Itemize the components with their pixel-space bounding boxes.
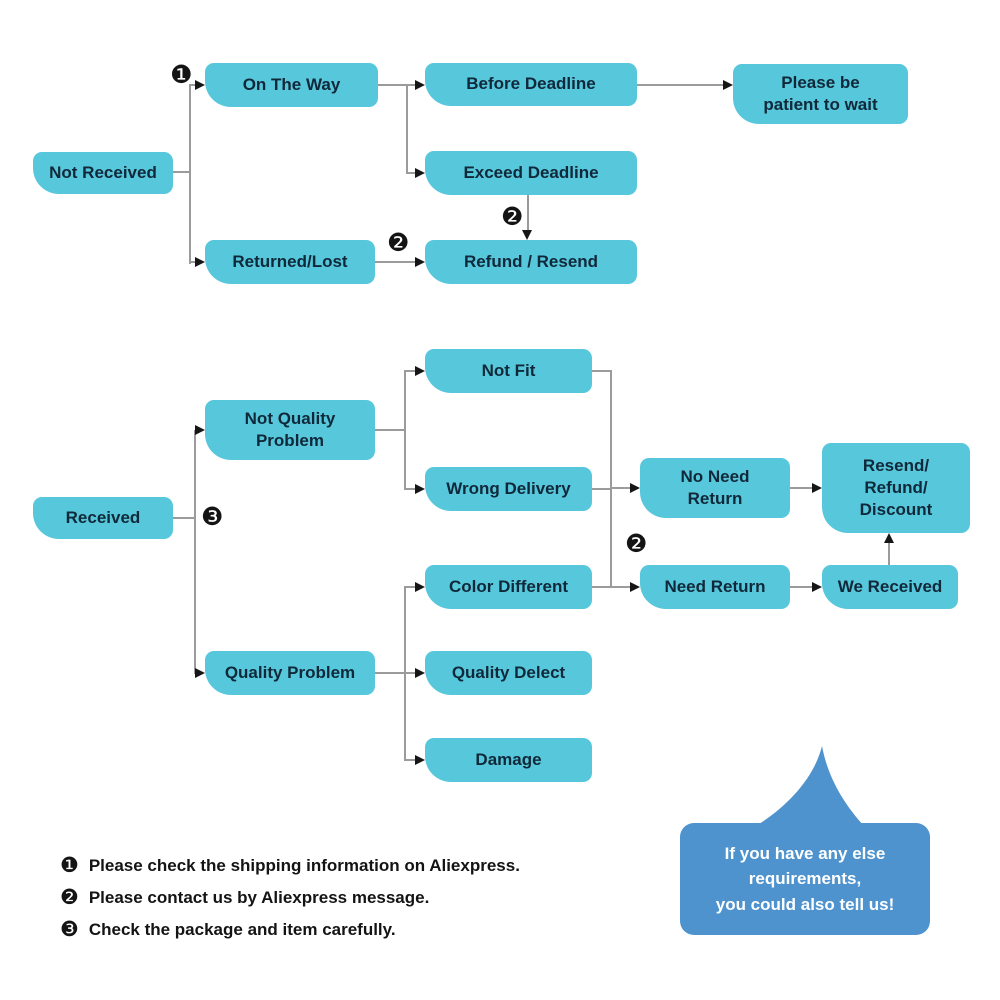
node-before-deadline: Before Deadline [425, 63, 637, 106]
node-quality-delect: Quality Delect [425, 651, 592, 695]
connector-line [592, 370, 612, 372]
speech-bubble-tail [756, 746, 864, 826]
legend: ❶ Please check the shipping information … [60, 855, 520, 940]
node-quality-problem: Quality Problem [205, 651, 375, 695]
node-need-return: Need Return [640, 565, 790, 609]
arrowhead-icon [630, 582, 640, 592]
arrowhead-icon [415, 257, 425, 267]
arrowhead-icon [415, 755, 425, 765]
node-returned-lost: Returned/Lost [205, 240, 375, 284]
connector-line [404, 370, 406, 490]
node-not-received: Not Received [33, 152, 173, 194]
step-badge-1: ❶ [170, 60, 193, 89]
connector-line [173, 517, 195, 519]
connector-line [592, 586, 612, 588]
arrowhead-icon [415, 80, 425, 90]
legend-text: Please contact us by Aliexpress message. [88, 887, 430, 907]
node-not-quality-problem: Not Quality Problem [205, 400, 375, 460]
legend-item: ❷ Please contact us by Aliexpress messag… [60, 887, 520, 908]
connector-line [406, 172, 415, 174]
node-resend-refund-discount: Resend/ Refund/ Discount [822, 443, 970, 533]
step-badge-2: ❷ [625, 529, 648, 558]
connector-line [375, 672, 405, 674]
node-wrong-delivery: Wrong Delivery [425, 467, 592, 511]
step-badge-2: ❷ [387, 228, 410, 257]
node-no-need-return: No Need Return [640, 458, 790, 518]
legend-badge-3: ❸ [60, 917, 79, 941]
arrowhead-icon [195, 257, 205, 267]
arrowhead-icon [812, 483, 822, 493]
arrowhead-icon [195, 668, 205, 678]
arrowhead-icon [812, 582, 822, 592]
node-received: Received [33, 497, 173, 539]
connector-line [189, 84, 191, 264]
connector-line [189, 261, 197, 263]
arrowhead-icon [415, 582, 425, 592]
connector-line [888, 543, 890, 565]
connector-line [610, 487, 630, 489]
node-color-different: Color Different [425, 565, 592, 609]
arrowhead-icon [415, 668, 425, 678]
connector-line [375, 261, 415, 263]
connector-line [790, 487, 812, 489]
legend-item: ❶ Please check the shipping information … [60, 855, 520, 876]
connector-line [173, 171, 191, 173]
arrowhead-icon [195, 80, 205, 90]
connector-line [189, 84, 197, 86]
legend-item: ❸ Check the package and item carefully. [60, 919, 520, 940]
step-badge-3: ❸ [201, 502, 224, 531]
node-not-fit: Not Fit [425, 349, 592, 393]
connector-line [592, 488, 612, 490]
arrowhead-icon [884, 533, 894, 543]
node-please-be-patient: Please be patient to wait [733, 64, 908, 124]
speech-bubble: If you have any else requirements, you c… [680, 823, 930, 935]
connector-line [378, 84, 415, 86]
connector-line [404, 488, 415, 490]
connector-line [194, 430, 196, 674]
node-refund-resend: Refund / Resend [425, 240, 637, 284]
arrowhead-icon [630, 483, 640, 493]
connector-line [404, 586, 415, 588]
arrowhead-icon [195, 425, 205, 435]
node-exceed-deadline: Exceed Deadline [425, 151, 637, 195]
connector-line [404, 672, 415, 674]
arrowhead-icon [723, 80, 733, 90]
node-we-received: We Received [822, 565, 958, 609]
node-on-the-way: On The Way [205, 63, 378, 107]
connector-line [610, 586, 630, 588]
connector-line [790, 586, 812, 588]
step-badge-2: ❷ [501, 202, 524, 231]
arrowhead-icon [415, 484, 425, 494]
connector-line [610, 370, 612, 588]
arrowhead-icon [415, 366, 425, 376]
legend-text: Check the package and item carefully. [88, 919, 396, 939]
legend-badge-2: ❷ [60, 885, 79, 909]
arrowhead-icon [522, 230, 532, 240]
arrowhead-icon [415, 168, 425, 178]
connector-line [637, 84, 723, 86]
connector-line [527, 195, 529, 232]
connector-line [406, 84, 408, 174]
connector-line [375, 429, 405, 431]
legend-badge-1: ❶ [60, 853, 79, 877]
node-damage: Damage [425, 738, 592, 782]
connector-line [404, 759, 415, 761]
connector-line [404, 370, 415, 372]
legend-text: Please check the shipping information on… [88, 855, 520, 875]
